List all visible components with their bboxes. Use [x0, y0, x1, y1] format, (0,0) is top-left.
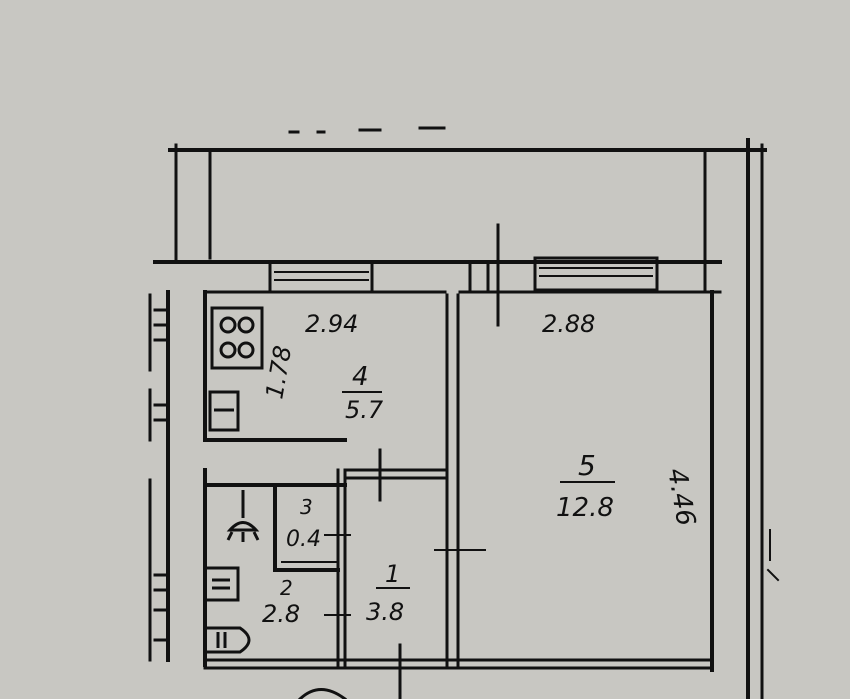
room-width-label: 2.88 — [542, 310, 595, 338]
room-5-area: 12.8 — [556, 493, 614, 523]
sink-icon — [208, 390, 240, 432]
shower-icon — [226, 490, 260, 542]
room-3-area: 0.4 — [286, 527, 321, 552]
stove-icon — [210, 306, 264, 370]
room-2-area: 2.8 — [262, 600, 300, 628]
room-4-area: 5.7 — [345, 396, 384, 424]
room-1-number: 1 — [385, 560, 400, 588]
washbasin-icon — [203, 566, 240, 602]
fixtures — [203, 306, 264, 654]
kitchen-width-label: 2.94 — [305, 310, 358, 338]
toilet-icon — [203, 626, 251, 654]
room-4-number: 4 — [352, 362, 369, 392]
room-depth-label: 4.46 — [661, 466, 701, 528]
walls — [148, 126, 780, 699]
kitchen-depth-label: 1.78 — [260, 344, 297, 401]
room-2-number: 2 — [280, 576, 293, 600]
room-1-area: 3.8 — [366, 598, 404, 626]
room-3-number: 3 — [300, 495, 313, 519]
room-5-number: 5 — [578, 449, 596, 482]
labels: 2.94 1.78 4 5.7 2.88 5 12.8 4.46 3 0.4 2… — [260, 310, 700, 628]
